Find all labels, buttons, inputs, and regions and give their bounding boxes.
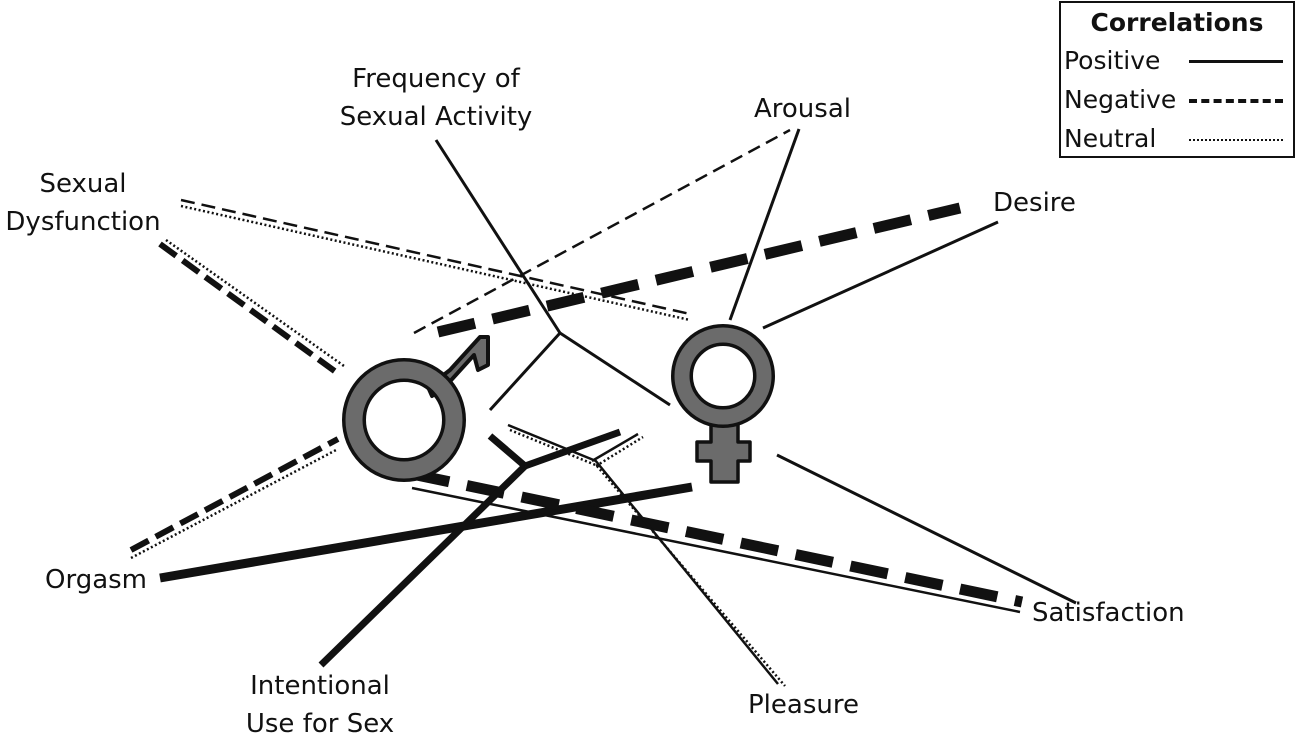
edge-orgasm-male xyxy=(129,436,340,560)
correlation-lines xyxy=(129,128,1077,687)
female-symbol-icon xyxy=(671,324,775,484)
male-symbol-icon xyxy=(342,335,490,482)
legend-neutral-label: Neutral xyxy=(1064,124,1157,153)
node-frequency-line1: Frequency of xyxy=(352,64,520,94)
node-satisfaction: Satisfaction xyxy=(1032,598,1185,628)
node-frequency: Frequency of Sexual Activity xyxy=(330,60,542,136)
node-desire: Desire xyxy=(993,188,1076,218)
legend-positive-line xyxy=(1189,60,1283,63)
node-intentional-use-line2: Use for Sex xyxy=(245,709,395,739)
legend-positive-label: Positive xyxy=(1064,46,1161,75)
edge-dysfunction-male xyxy=(158,238,345,378)
node-orgasm: Orgasm xyxy=(45,565,148,595)
node-arousal: Arousal xyxy=(754,94,851,124)
legend-negative-label: Negative xyxy=(1064,85,1177,114)
node-sexual-dysfunction: Sexual Dysfunction xyxy=(0,165,166,241)
edge-intentional-use xyxy=(318,428,622,668)
edge-frequency xyxy=(434,139,671,412)
edge-desire-male xyxy=(436,202,962,338)
edge-satisfaction-female xyxy=(776,453,1077,605)
node-frequency-line2: Sexual Activity xyxy=(339,102,533,132)
legend-title: Correlations xyxy=(1090,8,1264,37)
node-intentional-use-line1: Intentional xyxy=(250,671,390,701)
edge-dysfunction-female xyxy=(180,198,691,322)
node-pleasure: Pleasure xyxy=(748,690,859,720)
node-sexual-dysfunction-line2: Dysfunction xyxy=(5,207,161,237)
node-intentional-use: Intentional Use for Sex xyxy=(236,667,404,743)
edge-pleasure xyxy=(507,423,786,687)
edge-arousal-female xyxy=(728,128,801,321)
legend-neutral-line xyxy=(1189,139,1283,141)
edge-desire-female xyxy=(762,220,999,330)
edge-orgasm-female xyxy=(159,482,693,583)
legend: Correlations Positive Negative Neutral xyxy=(1059,1,1295,158)
node-sexual-dysfunction-line1: Sexual xyxy=(39,169,127,199)
edge-satisfaction-male xyxy=(410,468,1024,614)
edge-arousal-male xyxy=(413,128,791,335)
legend-negative-line xyxy=(1189,99,1283,103)
